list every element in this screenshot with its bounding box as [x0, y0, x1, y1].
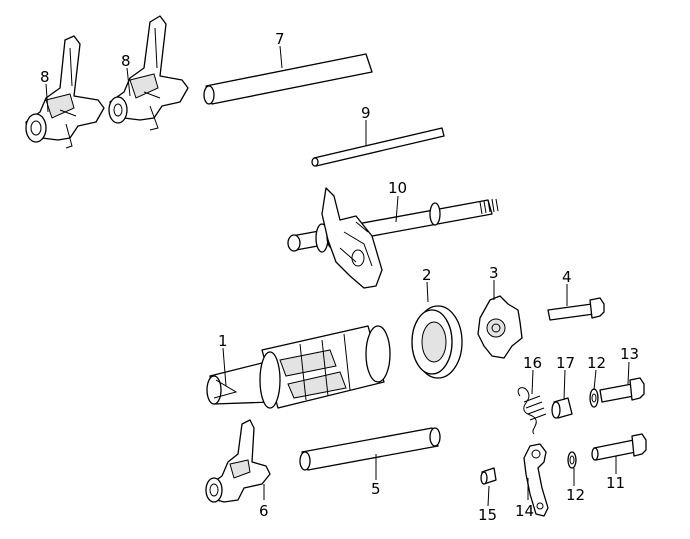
part-3-shift-cam [477, 295, 523, 359]
callout-10: 10 [388, 179, 407, 197]
part-1-shift-drum [206, 325, 391, 409]
part-9-rod [311, 127, 445, 167]
callout-8-left: 8 [40, 68, 50, 86]
part-11-bolt [591, 433, 647, 461]
callout-5: 5 [371, 480, 381, 498]
callout-12-lower: 12 [566, 486, 585, 504]
part-2-bearing [411, 305, 463, 379]
part-12-washer-lower [567, 451, 577, 469]
callout-14: 14 [515, 502, 534, 520]
callout-2: 2 [422, 266, 432, 284]
callout-15: 15 [478, 506, 497, 524]
callout-12-upper: 12 [587, 354, 606, 372]
part-14-stopper-arm [523, 443, 549, 517]
callout-1: 1 [218, 332, 228, 350]
callout-11: 11 [606, 474, 625, 492]
callout-16: 16 [523, 354, 542, 372]
callout-4: 4 [562, 268, 572, 286]
part-4-bolt [547, 297, 605, 321]
callout-8-right: 8 [121, 52, 131, 70]
part-5-shaft [299, 427, 441, 471]
part-13-bolt [599, 377, 645, 403]
part-10-shift-shaft [287, 187, 499, 289]
leader-lines [45, 45, 630, 507]
callout-6: 6 [259, 502, 269, 520]
callout-13: 13 [620, 345, 639, 363]
part-8-shift-fork-left [25, 35, 105, 149]
callout-3: 3 [489, 264, 499, 282]
part-12-washer-upper [589, 388, 599, 408]
part-16-spring [517, 387, 547, 435]
part-7-shaft [203, 53, 373, 105]
callout-7: 7 [275, 30, 285, 48]
part-15-small-collar [480, 467, 497, 485]
part-17-collar [551, 397, 573, 419]
part-6-shift-fork-lower [205, 419, 271, 503]
callout-9: 9 [361, 104, 371, 122]
callout-17: 17 [556, 354, 575, 372]
part-8-shift-fork-right [108, 15, 189, 131]
callouts: 8 8 7 9 10 2 3 4 1 16 17 12 13 5 6 11 12… [40, 30, 639, 524]
